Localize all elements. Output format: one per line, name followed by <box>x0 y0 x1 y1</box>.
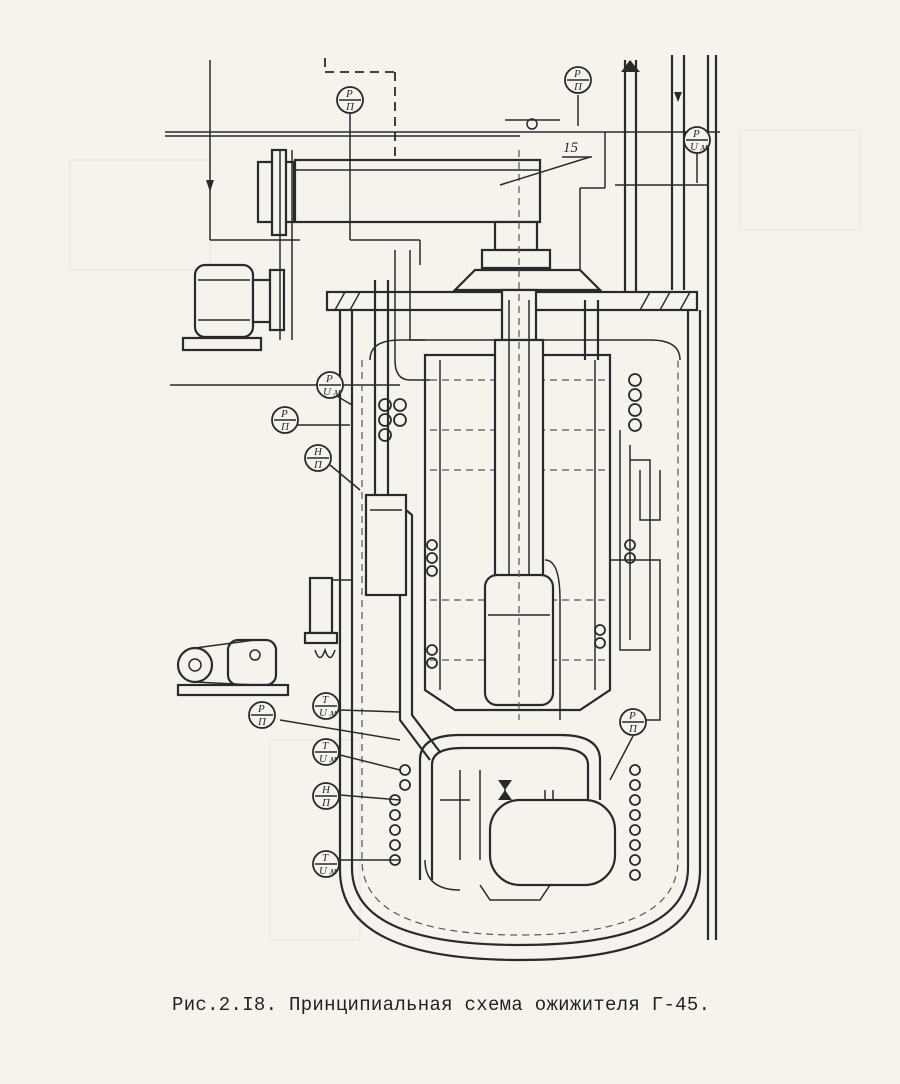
gauge-1-top: P <box>345 88 353 100</box>
gauge-2: P П <box>564 66 592 94</box>
gauge-4-top: P <box>325 373 333 385</box>
gauge-9-top: T <box>322 740 329 752</box>
gauge-8-bottom: U м <box>319 707 337 719</box>
bottom-loop <box>418 733 617 901</box>
motor-lower <box>176 576 352 697</box>
gauge-1-bottom: П <box>345 101 355 113</box>
gauge-9-bottom: U м <box>319 753 337 765</box>
gauge-12: P П <box>619 708 647 736</box>
gauge-6: H П <box>304 444 332 472</box>
gauge-2-top: P <box>573 68 581 80</box>
gauge-9: T U м <box>312 738 340 766</box>
gauge-12-bottom: П <box>628 723 638 735</box>
gauge-3-bottom: U м <box>690 141 708 153</box>
left-inner-pipes <box>364 250 441 761</box>
gauge-11-top: T <box>322 852 329 864</box>
gauge-10-bottom: П <box>321 797 331 809</box>
gauge-5: P П <box>271 406 299 434</box>
gauge-2-bottom: П <box>573 81 583 93</box>
gauge-4: P U м <box>316 371 344 399</box>
gauge-5-bottom: П <box>280 421 290 433</box>
expander-housing <box>256 88 603 292</box>
gauge-11-bottom: U м <box>319 865 337 877</box>
gauge-5-top: P <box>280 408 288 420</box>
expander-shaft <box>483 150 555 720</box>
gauge-6-top: H <box>313 446 323 458</box>
callout-label: 15 <box>563 140 579 156</box>
instrument-lines <box>279 88 698 861</box>
gauge-7-bottom: П <box>257 716 267 728</box>
gauge-3-top: P <box>692 128 700 140</box>
gauge-11: T U м <box>312 850 340 878</box>
gauge-4-bottom: U м <box>323 386 341 398</box>
top-pipes <box>165 55 720 940</box>
motor-upper <box>170 150 400 386</box>
callout-15: 15 <box>499 140 592 186</box>
gauge-7-top: P <box>257 703 265 715</box>
gauge-8: T U м <box>312 692 340 720</box>
gauge-7: P П <box>248 701 276 729</box>
gauge-10: H П <box>312 782 340 810</box>
gauge-3: P U м <box>683 126 711 154</box>
gauge-10-top: H <box>321 784 331 796</box>
gauge-1: P П <box>336 86 364 114</box>
figure-caption: Рис.2.I8. Принципиальная схема ожижителя… <box>172 994 711 1016</box>
gauge-6-bottom: П <box>313 459 323 471</box>
gauge-12-top: P <box>628 710 636 722</box>
gauge-8-top: T <box>322 694 329 706</box>
